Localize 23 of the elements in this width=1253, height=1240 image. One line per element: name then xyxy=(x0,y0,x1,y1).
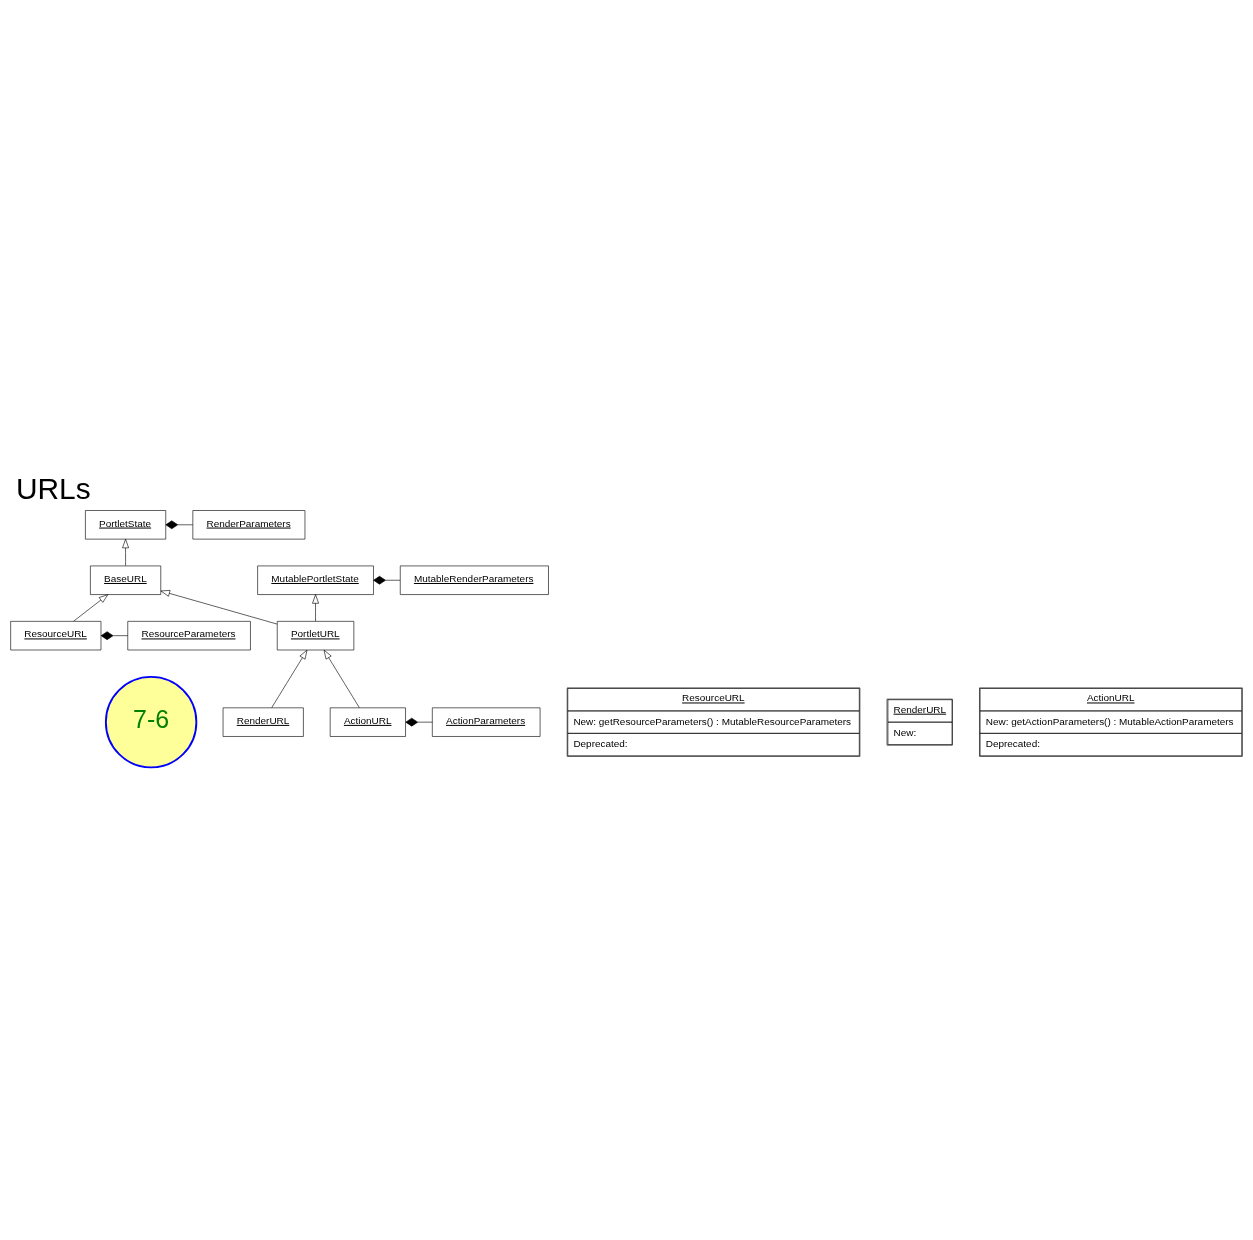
diagram-title: URLs xyxy=(15,471,91,505)
arrow xyxy=(160,590,278,625)
node-box: ResourceURL xyxy=(10,621,102,651)
node-box: PortletURL xyxy=(276,621,355,651)
arrow xyxy=(312,594,319,622)
node-box: ResourceParameters xyxy=(127,621,251,651)
node-box: MutableRenderParameters xyxy=(399,565,549,595)
node-box: MutablePortletState xyxy=(257,565,374,595)
connector xyxy=(373,575,401,585)
node-box: BaseURL xyxy=(90,565,162,595)
arrow xyxy=(323,649,360,708)
node-box: RenderParameters xyxy=(192,510,306,540)
arrow xyxy=(73,594,109,622)
arrow xyxy=(122,538,129,566)
node-box: PortletState xyxy=(85,510,167,540)
node-circle: 7-6 xyxy=(104,675,198,769)
arrow xyxy=(271,649,308,708)
connector xyxy=(405,717,433,727)
node-box: ActionParameters xyxy=(432,707,541,737)
node-box: ActionURL xyxy=(329,707,406,737)
node-box: RenderURL xyxy=(222,707,304,737)
connector xyxy=(100,631,129,640)
connector xyxy=(165,520,194,530)
